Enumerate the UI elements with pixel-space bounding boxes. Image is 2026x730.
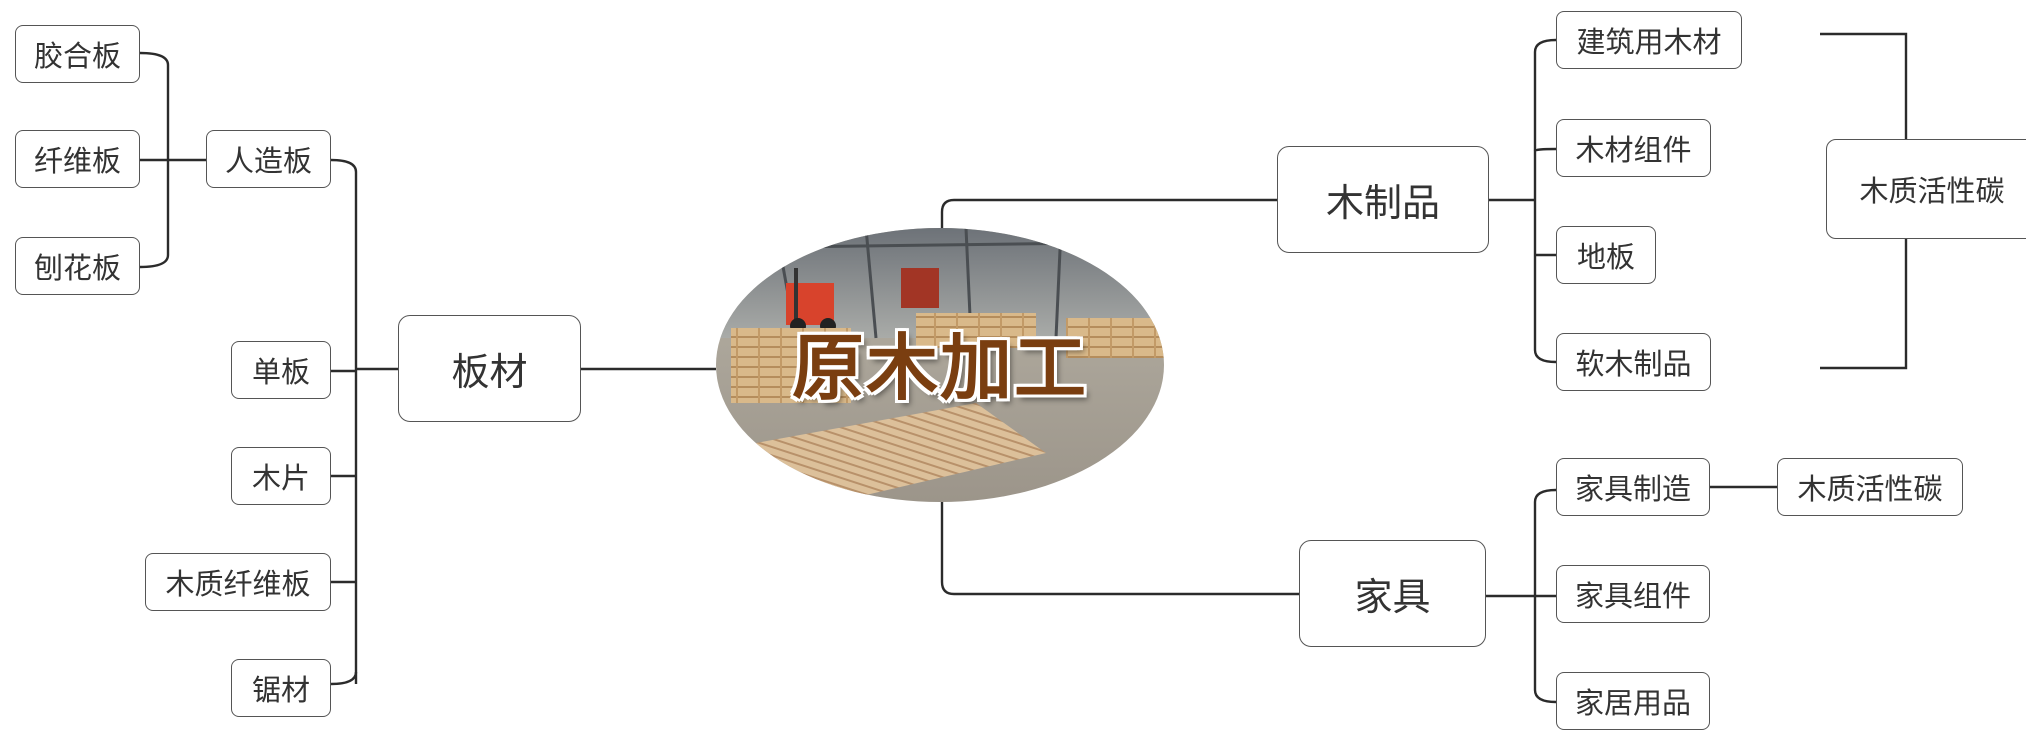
link-center-furniture xyxy=(940,502,1299,596)
node-wood-products[interactable]: 木制品 xyxy=(1277,146,1489,253)
node-activated-carbon-summary[interactable]: 木质活性碳 xyxy=(1826,139,2026,239)
link-artificial-bottom xyxy=(330,671,358,686)
link-wp-2 xyxy=(1533,147,1557,152)
link-plywood xyxy=(139,51,170,66)
lumber-yard-photo xyxy=(716,228,1164,502)
link-artificial xyxy=(330,158,358,173)
link-particle xyxy=(139,254,170,269)
node-sawn-timber[interactable]: 锯材 xyxy=(231,659,331,717)
node-construction-timber[interactable]: 建筑用木材 xyxy=(1556,11,1742,69)
node-particleboard[interactable]: 刨花板 xyxy=(15,237,140,295)
node-furniture-manufacturing[interactable]: 家具制造 xyxy=(1556,458,1710,516)
node-wood-chip[interactable]: 木片 xyxy=(231,447,331,505)
node-cork-products[interactable]: 软木制品 xyxy=(1556,333,1711,391)
node-board[interactable]: 板材 xyxy=(398,315,581,422)
node-artificial-board[interactable]: 人造板 xyxy=(206,130,331,188)
node-plywood[interactable]: 胶合板 xyxy=(15,25,140,83)
node-fibreboard[interactable]: 纤维板 xyxy=(15,130,140,188)
link-fu-top xyxy=(1533,488,1557,503)
link-fu-bottom xyxy=(1533,689,1557,704)
node-wood-fiberboard[interactable]: 木质纤维板 xyxy=(145,553,331,611)
link-center-woodproducts xyxy=(940,198,1277,228)
node-furniture-components[interactable]: 家具组件 xyxy=(1556,565,1710,623)
link-wp-bottom xyxy=(1533,349,1557,364)
node-veneer[interactable]: 单板 xyxy=(231,341,331,399)
node-flooring[interactable]: 地板 xyxy=(1556,226,1656,284)
node-furniture[interactable]: 家具 xyxy=(1299,540,1486,647)
center-title: 原木加工 xyxy=(791,325,1088,410)
center-node[interactable]: 原木加工 xyxy=(716,228,1164,502)
link-wp-top xyxy=(1533,38,1557,53)
node-activated-carbon[interactable]: 木质活性碳 xyxy=(1777,458,1963,516)
node-wood-components[interactable]: 木材组件 xyxy=(1556,119,1711,177)
node-home-goods[interactable]: 家居用品 xyxy=(1556,672,1710,730)
